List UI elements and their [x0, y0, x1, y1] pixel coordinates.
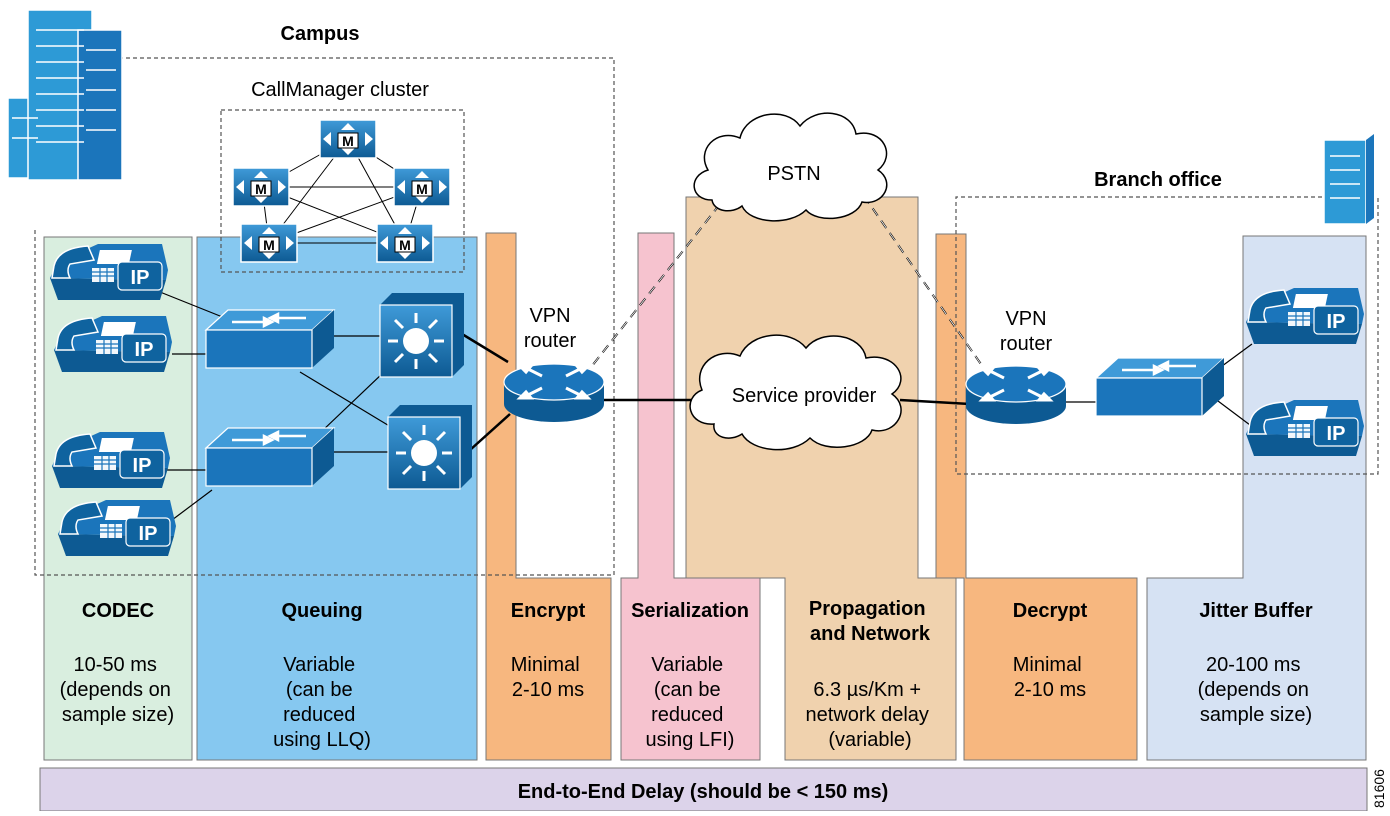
uplinks — [461, 332, 971, 451]
callmanager-label: M — [399, 237, 411, 253]
branch-router-label-line2: router — [1000, 333, 1053, 355]
encrypt-title-line: Encrypt — [511, 600, 586, 622]
column-bg-encrypt — [485, 232, 612, 761]
queuing-desc-line: Variable — [283, 654, 355, 676]
callmanager-server-icon: M — [393, 167, 451, 207]
callmanager-label: M — [416, 181, 428, 197]
ip-phone-label: IP — [1327, 423, 1346, 445]
serialization-title-line: Serialization — [631, 600, 749, 622]
pstn-label: PSTN — [767, 163, 820, 185]
branch-boundary — [955, 196, 1379, 475]
ip-phone-icon: IP — [51, 431, 171, 489]
propagation-title: Propagation and Network — [809, 598, 931, 645]
branch-building-icon — [1323, 134, 1374, 225]
propagation-desc-line: (variable) — [828, 729, 911, 751]
branch-router-label-line1: VPN — [1005, 308, 1046, 330]
campus-building-icon — [7, 9, 123, 181]
queuing-desc-line: (can be — [286, 679, 353, 701]
jitter-title-line: Jitter Buffer — [1199, 600, 1313, 622]
callmanager-server-icon: M — [319, 119, 377, 159]
queuing-title-line: Queuing — [281, 600, 362, 622]
service-provider-cloud-icon — [689, 334, 902, 451]
campus-boundary — [34, 57, 615, 576]
cluster-boundary — [220, 109, 465, 273]
ip-phone-label: IP — [1327, 311, 1346, 333]
layer3-switch-icon — [378, 291, 466, 379]
campus-vpn-router-icon — [502, 362, 606, 424]
codec-desc-line: sample size) — [62, 704, 174, 726]
branch-title: Branch office — [1094, 169, 1222, 191]
serialization-desc: Variable (can be reduced using LFI) — [646, 654, 735, 751]
ip-phone-icon: IP — [1245, 287, 1365, 345]
serialization-title: Serialization — [631, 600, 749, 622]
propagation-desc-line: network delay — [806, 704, 929, 726]
decrypt-title-line: Decrypt — [1013, 600, 1088, 622]
column-bg-propagation — [685, 196, 957, 761]
decrypt-desc-line: 2-10 ms — [1014, 679, 1086, 701]
decrypt-title: Decrypt — [1013, 600, 1088, 622]
encrypt-title: Encrypt — [511, 600, 586, 622]
jitter-title: Jitter Buffer — [1199, 600, 1313, 622]
callmanager-server-icon: M — [232, 167, 290, 207]
branch-switch-icon — [1094, 356, 1226, 418]
ip-phone-label: IP — [139, 523, 158, 545]
ip-phone-icon: IP — [49, 243, 169, 301]
column-bg-jitter — [1146, 235, 1367, 761]
encrypt-desc-line: Minimal — [511, 654, 580, 676]
codec-title: CODEC — [82, 600, 154, 622]
serialization-desc-line: using LFI) — [646, 729, 735, 751]
decrypt-desc-line: Minimal — [1013, 654, 1082, 676]
cluster-title: CallManager cluster — [251, 79, 429, 101]
ip-phone-label: IP — [133, 455, 152, 477]
figure-id: 81606 — [1371, 769, 1387, 808]
codec-desc-line: 10-50 ms — [74, 654, 157, 676]
service-provider-label: Service provider — [732, 385, 877, 407]
jitter-desc-line: 20-100 ms — [1206, 654, 1301, 676]
callmanager-server-icon: M — [376, 223, 434, 263]
propagation-title-line: Propagation — [809, 598, 926, 620]
jitter-desc-line: (depends on — [1198, 679, 1309, 701]
ip-phone-label: IP — [131, 267, 150, 289]
ip-phone-label: IP — [135, 339, 154, 361]
callmanager-server-icon: M — [240, 223, 298, 263]
callmanager-label: M — [263, 237, 275, 253]
propagation-title-line: and Network — [810, 623, 931, 645]
campus-router-label-line1: VPN — [529, 305, 570, 327]
encrypt-desc: Minimal 2-10 ms — [511, 654, 585, 701]
access-switch-icon — [204, 308, 336, 370]
callmanager-label: M — [342, 133, 354, 149]
pstn-cloud-icon — [693, 112, 888, 222]
queuing-title: Queuing — [281, 600, 362, 622]
queuing-desc-line: reduced — [283, 704, 355, 726]
codec-desc: 10-50 ms (depends on sample size) — [60, 654, 177, 726]
codec-desc-line: (depends on — [60, 679, 171, 701]
propagation-desc: 6.3 µs/Km + network delay (variable) — [806, 679, 935, 751]
jitter-desc: 20-100 ms (depends on sample size) — [1198, 654, 1315, 726]
branch-vpn-router-icon — [964, 364, 1068, 426]
campus-router-label-line2: router — [524, 330, 577, 352]
ip-phone-icon: IP — [1245, 399, 1365, 457]
decrypt-desc: Minimal 2-10 ms — [1013, 654, 1087, 701]
queuing-desc: Variable (can be reduced using LLQ) — [273, 654, 371, 751]
queuing-desc-line: using LLQ) — [273, 729, 371, 751]
column-bg-decrypt — [935, 233, 1138, 761]
serialization-desc-line: (can be — [654, 679, 721, 701]
column-bg-serialization — [620, 232, 761, 761]
pstn-links-inner — [583, 193, 993, 381]
end-to-end-label: End-to-End Delay (should be < 150 ms) — [518, 781, 889, 803]
ip-phone-icon: IP — [53, 315, 173, 373]
serialization-desc-line: Variable — [651, 654, 723, 676]
access-switch-icon — [204, 426, 336, 488]
jitter-desc-line: sample size) — [1200, 704, 1312, 726]
ip-phone-icon: IP — [57, 499, 177, 557]
layer3-switch-icon — [386, 403, 474, 491]
propagation-desc-line: 6.3 µs/Km + — [813, 679, 921, 701]
encrypt-desc-line: 2-10 ms — [512, 679, 584, 701]
campus-title: Campus — [281, 23, 360, 45]
codec-title-line: CODEC — [82, 600, 154, 622]
callmanager-label: M — [255, 181, 267, 197]
serialization-desc-line: reduced — [651, 704, 723, 726]
